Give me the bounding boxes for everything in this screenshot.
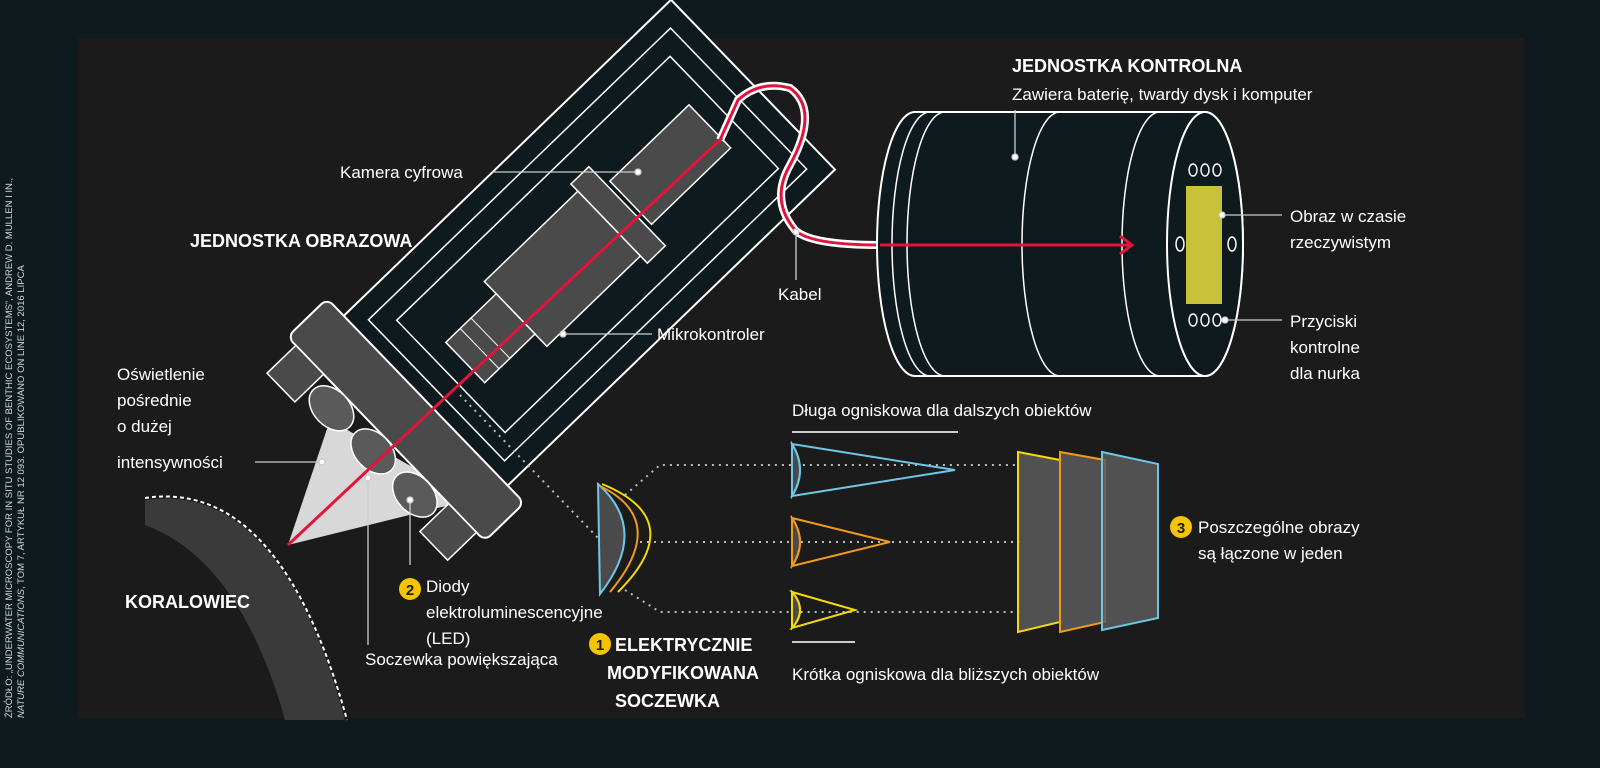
led-1 xyxy=(308,385,355,432)
label-leds: Diody elektroluminescencyjne (LED) xyxy=(426,577,603,648)
label-realtime: Obraz w czasie xyxy=(1290,207,1406,226)
label-buttons: dla nurka xyxy=(1290,364,1360,383)
label-long-focal: Długa ogniskowa dla dalszych obiektów xyxy=(792,401,1092,420)
step-1-number: 1 xyxy=(596,637,604,654)
step-2-badge xyxy=(399,578,421,600)
image-plane-yellow xyxy=(1017,450,1061,634)
light-cone xyxy=(288,420,470,545)
label-step1: MODYFIKOWANA xyxy=(607,663,759,683)
coral-illustration xyxy=(144,495,348,721)
camera-body xyxy=(608,103,732,226)
led-2 xyxy=(391,471,438,518)
label-realtime: rzeczywistym xyxy=(1290,233,1391,252)
lighting-line: Oświetlenie xyxy=(117,365,205,384)
control-unit-title: JEDNOSTKA KONTROLNA xyxy=(1012,56,1242,76)
label-cable: Kabel xyxy=(778,285,821,304)
label-camera: Kamera cyfrowa xyxy=(340,163,463,182)
label-coral: KORALOWIEC xyxy=(125,592,250,612)
optical-axis xyxy=(286,136,724,547)
control-unit xyxy=(876,111,1244,377)
step-1-badge xyxy=(589,633,611,655)
label-lens: Soczewka powiększająca xyxy=(365,650,558,669)
imaging-unit xyxy=(265,0,837,562)
label-step3: Poszczególne obrazy xyxy=(1198,518,1360,537)
label-short-focal: Krótka ogniskowa dla bliższych obiektów xyxy=(792,665,1100,684)
label-step1: SOCZEWKA xyxy=(615,691,720,711)
imaging-unit-title: JEDNOSTKA OBRAZOWA xyxy=(190,231,412,251)
label-microcontroller: Mikrokontroler xyxy=(657,325,765,344)
leds-line: elektroluminescencyjne xyxy=(426,603,603,622)
image-plane-blue xyxy=(1101,450,1159,632)
label-buttons: Przyciski xyxy=(1290,312,1357,331)
image-plane-orange xyxy=(1059,450,1106,634)
lens-diagram xyxy=(459,394,1159,643)
step-2-number: 2 xyxy=(406,582,414,599)
label-step3: są łączone w jeden xyxy=(1198,544,1343,563)
realtime-screen xyxy=(1186,186,1222,304)
leader-lines xyxy=(255,110,1282,645)
label-step1: ELEKTRYCZNIE xyxy=(615,635,752,655)
lighting-line: o dużej xyxy=(117,417,172,436)
label-buttons: kontrolne xyxy=(1290,338,1360,357)
step-3-number: 3 xyxy=(1177,520,1185,537)
label-lighting: Oświetlenie pośrednie o dużej intensywno… xyxy=(117,365,223,472)
control-unit-subtitle: Zawiera baterię, twardy dysk i komputer xyxy=(1012,85,1313,104)
leds-line: (LED) xyxy=(426,629,470,648)
control-buttons xyxy=(1175,163,1237,327)
lighting-line: intensywności xyxy=(117,453,223,472)
arrow-icon xyxy=(1119,234,1135,256)
leds-line: Diody xyxy=(426,577,470,596)
lighting-line: pośrednie xyxy=(117,391,192,410)
step-3-badge xyxy=(1170,516,1192,538)
lens xyxy=(350,428,397,475)
